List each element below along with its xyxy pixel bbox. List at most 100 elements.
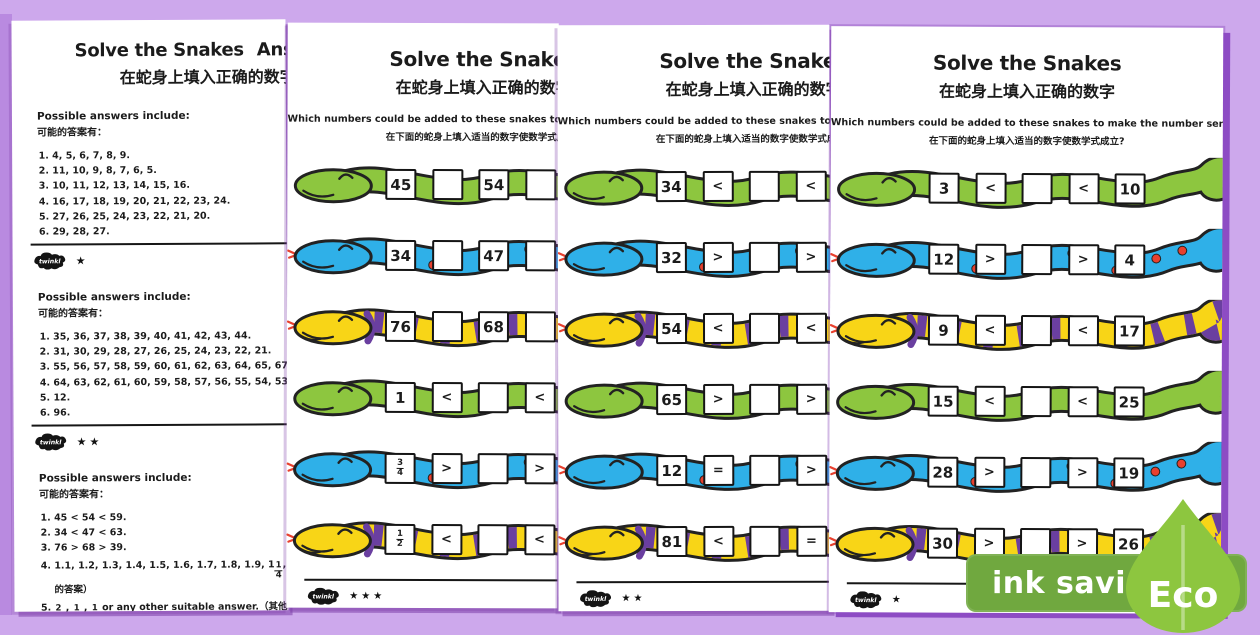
empty-answer-box[interactable] bbox=[749, 454, 781, 486]
snake-row: 34 47 bbox=[287, 223, 559, 289]
empty-answer-box[interactable] bbox=[524, 311, 556, 343]
symbol-box: = bbox=[795, 525, 827, 557]
empty-answer-box[interactable] bbox=[1020, 456, 1052, 489]
symbol-box: > bbox=[702, 383, 734, 415]
symbol-box: < bbox=[795, 312, 827, 344]
yellow-snake-illustration bbox=[286, 294, 559, 348]
number-box: 17 bbox=[1113, 315, 1146, 347]
symbol-box: < bbox=[431, 382, 463, 414]
number-box: 25 bbox=[1113, 386, 1145, 418]
number-box: 34 bbox=[385, 239, 417, 271]
answer-item: 34 < 47 < 63. bbox=[54, 526, 288, 538]
answers-section: Possible answers include:可能的答案有：4, 5, 6,… bbox=[37, 109, 289, 238]
answers-label-cn: 可能的答案有： bbox=[38, 489, 109, 501]
empty-answer-box[interactable] bbox=[749, 525, 781, 557]
empty-answer-box[interactable] bbox=[431, 169, 463, 201]
fraction: 13 bbox=[72, 604, 81, 612]
empty-answer-box[interactable] bbox=[477, 382, 509, 414]
answer-item: 12. bbox=[53, 390, 288, 403]
symbol-box: > bbox=[795, 454, 827, 486]
answers-label-cn: 可能的答案有： bbox=[37, 127, 108, 139]
fraction: 24 bbox=[54, 604, 63, 612]
answers-list: 4, 5, 6, 7, 8, 9.11, 10, 9, 8, 7, 6, 5.1… bbox=[37, 149, 288, 238]
symbol-box: < bbox=[975, 172, 1007, 204]
difficulty-stars: ★ bbox=[75, 254, 89, 268]
eco-label: Eco bbox=[1148, 575, 1219, 616]
number-box: 19 bbox=[1113, 457, 1145, 489]
answer-item: 31, 30, 29, 28, 27, 26, 25, 24, 23, 22, … bbox=[53, 345, 288, 357]
instruction-en: Which numbers could be added to these sn… bbox=[287, 113, 559, 126]
empty-answer-box[interactable] bbox=[748, 170, 780, 202]
empty-answer-box[interactable] bbox=[431, 240, 463, 272]
empty-answer-box[interactable] bbox=[477, 524, 509, 556]
twinkl-logo: twinkl bbox=[580, 590, 612, 608]
answer-item: 96. bbox=[53, 406, 288, 418]
empty-answer-box[interactable] bbox=[1020, 385, 1052, 418]
empty-answer-box[interactable] bbox=[477, 453, 509, 485]
number-box: 4 bbox=[1114, 244, 1146, 276]
number-box: 12 bbox=[656, 455, 688, 487]
empty-answer-box[interactable] bbox=[748, 312, 781, 344]
empty-answer-box[interactable] bbox=[1020, 314, 1053, 347]
answer-item: 10, 11, 12, 13, 14, 15, 16. bbox=[52, 179, 288, 192]
answer-item: 1.1, 1.2, 1.3, 1.4, 1.5, 1.6, 1.7, 1.8, … bbox=[54, 556, 288, 596]
page-footer: twinkl★ bbox=[849, 591, 1221, 610]
symbol-box: > bbox=[795, 241, 827, 273]
empty-answer-box[interactable] bbox=[524, 240, 556, 272]
symbol-box: < bbox=[1067, 386, 1099, 418]
answer-item: 35, 36, 37, 38, 39, 40, 41, 42, 43, 44. bbox=[53, 330, 288, 342]
number-box: 30 bbox=[926, 527, 959, 559]
snake-row: 9<<17 bbox=[829, 298, 1223, 364]
section-divider bbox=[30, 241, 289, 246]
difficulty-stars: ★★★ bbox=[349, 590, 386, 602]
answer-item: 29, 28, 27. bbox=[53, 225, 289, 237]
number-box: 32 bbox=[655, 242, 687, 274]
empty-answer-box[interactable] bbox=[1021, 172, 1053, 205]
symbol-box: > bbox=[973, 456, 1005, 488]
empty-answer-box[interactable] bbox=[431, 311, 463, 343]
answer-item: 16, 17, 18, 19, 20, 21, 22, 23, 24. bbox=[52, 194, 288, 207]
answers-list: 45 < 54 < 59.34 < 47 < 63.76 > 68 > 39.1… bbox=[39, 511, 289, 612]
number-box: 45 bbox=[385, 168, 417, 200]
answer-item: 55, 56, 57, 58, 59, 60, 61, 62, 63, 64, … bbox=[53, 360, 288, 373]
empty-answer-box[interactable] bbox=[749, 383, 781, 415]
footer-divider bbox=[304, 578, 559, 582]
yellow-snake-illustration bbox=[558, 509, 831, 562]
twinkl-logo: twinkl bbox=[35, 433, 67, 451]
number-box: 10 bbox=[1114, 173, 1146, 205]
empty-answer-box[interactable] bbox=[524, 169, 556, 201]
page-title: Solve the Snakes bbox=[389, 46, 559, 72]
instruction-en: Which numbers could be added to these sn… bbox=[830, 117, 1224, 131]
empty-answer-box[interactable] bbox=[1021, 243, 1053, 276]
symbol-box: > bbox=[431, 453, 463, 485]
number-box: 12 bbox=[928, 243, 960, 275]
answers-label-cn: 可能的答案有： bbox=[37, 308, 109, 320]
number-box: 3 bbox=[928, 172, 960, 204]
empty-answer-box[interactable] bbox=[748, 241, 780, 273]
yellow-snake-illustration bbox=[557, 296, 831, 349]
snake-rows: 34<<32>>54<<65>>12=>81<= bbox=[557, 154, 831, 575]
answer-item: 45 < 54 < 59. bbox=[54, 511, 289, 523]
number-box: 68 bbox=[477, 311, 510, 343]
snake-row: 12=> bbox=[558, 438, 831, 504]
symbol-box: < bbox=[795, 170, 827, 202]
number-box: 47 bbox=[478, 240, 510, 272]
symbol-box: < bbox=[430, 524, 462, 556]
symbol-box: < bbox=[702, 525, 734, 557]
answer-item: 24 , 13 , 12 or any other suitable answe… bbox=[54, 598, 289, 612]
symbol-box: > bbox=[974, 243, 1006, 275]
green-snake-illustration bbox=[564, 367, 831, 420]
snake-row: 15<<25 bbox=[830, 369, 1222, 435]
symbol-box: < bbox=[702, 170, 734, 202]
number-box: 34 bbox=[655, 171, 687, 203]
page-title: Solve the Snakes bbox=[659, 48, 831, 74]
symbol-box: > bbox=[524, 453, 556, 485]
